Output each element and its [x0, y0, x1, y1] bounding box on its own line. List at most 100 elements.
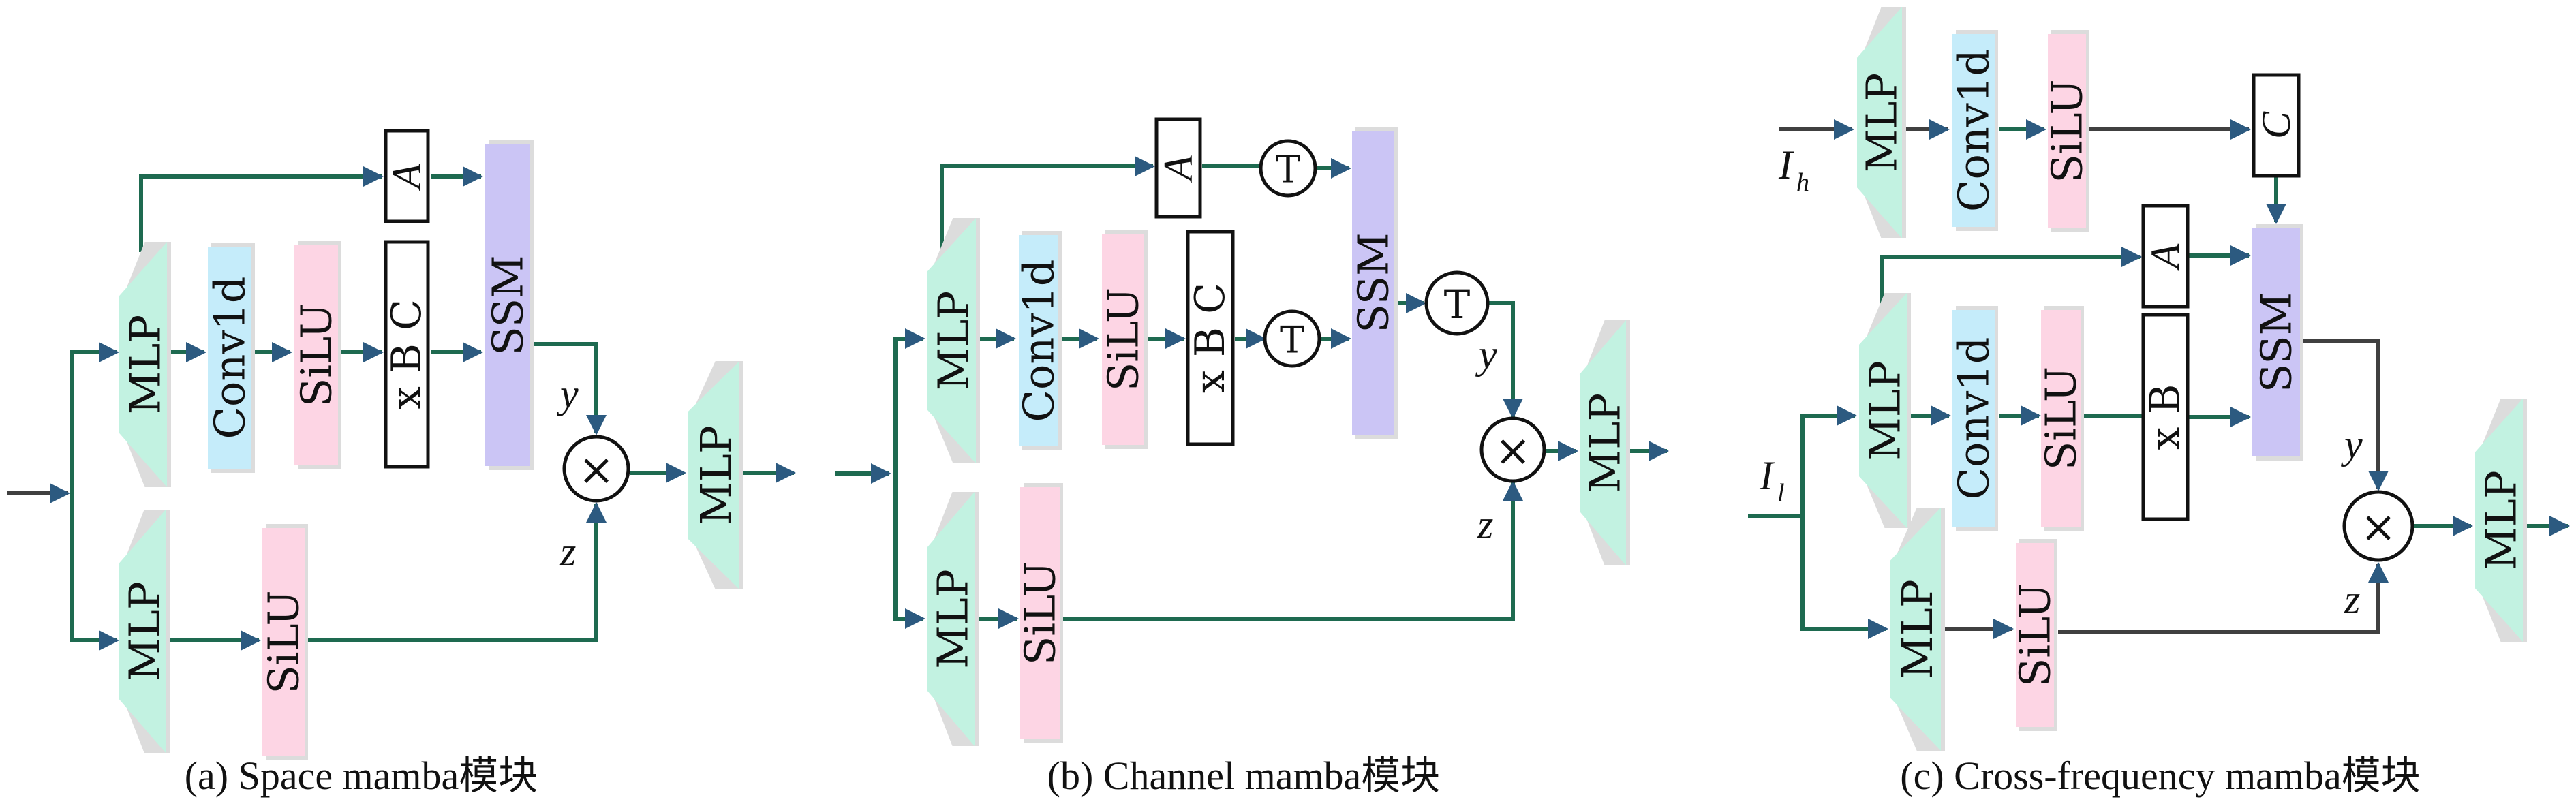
panel-b-transpose-xBC-label: T [1280, 319, 1304, 362]
panel-a-signal-z: z [559, 529, 576, 574]
panel-a-conv1d [208, 247, 251, 469]
wire-c-silu2-z [2058, 562, 2389, 634]
panel-b-transpose-out [1424, 270, 1490, 336]
panel-a-ssm [485, 144, 530, 466]
panel-c-param-A-label: A [2143, 243, 2188, 271]
panel-b-mlp-top-label: MLP [929, 291, 979, 390]
caption-panel-b: (b) Channel mamba模块 [1047, 754, 1441, 798]
panel-a-mlp-out [688, 361, 739, 589]
caption-panel-a: (a) Space mamba模块 [185, 754, 538, 798]
panel-c-mlp-high-label: MLP [1857, 73, 1907, 172]
panel-c-multiply-op-label: × [2360, 502, 2397, 553]
wire-c-split-top [1800, 405, 1857, 516]
panel-a-mlp-bottom-label: MLP [120, 581, 170, 681]
panel-a-mlp-bottom [119, 510, 166, 753]
panel-b-signal-y: y [1475, 332, 1497, 377]
panel-a-multiply-op-label: × [578, 445, 615, 495]
panel-b-param-A [1154, 117, 1202, 219]
panel-c-multiply-op [2342, 490, 2414, 562]
panel-c-input-Il-subscript: l [1777, 479, 1785, 508]
panel-b-mlp-bottom [927, 492, 975, 746]
panel-a-param-A-label: A [384, 164, 429, 191]
panel-b-mlp-top [927, 218, 976, 463]
panel-c-silu-bottom-label: SiLU [2010, 583, 2060, 687]
panel-b-transpose-xBC [1263, 309, 1321, 368]
wire-c-ssm-y [2302, 339, 2389, 491]
wire-a-split-top [70, 342, 119, 493]
panel-c-ssm-label: SSM [2252, 292, 2301, 392]
panel-c-silu-low [2041, 310, 2081, 527]
panel-b-mlp-bottom-label: MLP [928, 569, 978, 668]
panel-c-param-A [2141, 204, 2190, 309]
connection-wires [7, 119, 2570, 651]
panel-a-mlp-out-label: MLP [691, 425, 741, 525]
panel-b-transpose-A-label: T [1276, 149, 1300, 191]
panel-c-param-xB-label: x B [2142, 384, 2190, 450]
panel-b-transpose-A [1259, 139, 1317, 198]
panel-a-silu-bottom-label: SiLU [259, 590, 309, 694]
panel-a-silu-bottom [262, 528, 305, 756]
panel-b-silu-top-label: SiLU [1099, 288, 1148, 391]
wire-c-split-bottom [1800, 516, 1888, 639]
panel-c-signal-y: y [2340, 422, 2363, 467]
wire-a-split-bottom [70, 493, 119, 651]
caption-panel-c: (c) Cross-frequency mamba模块 [1900, 754, 2420, 798]
panel-a-multiply-op [562, 435, 630, 503]
panel-c-param-xB [2141, 313, 2190, 521]
panel-c-mlp-high [1857, 7, 1902, 238]
panel-c-silu-high [2048, 34, 2086, 228]
panel-b-signal-z: z [1477, 502, 1493, 547]
wire-a-ssm-y [533, 342, 607, 435]
wire-b-split-top [893, 328, 925, 474]
panel-c-silu-bottom [2016, 543, 2054, 727]
panel-a-param-A [384, 129, 430, 223]
panel-b-param-xBC-label: x B C [1186, 283, 1234, 393]
panel-b-silu-bottom [1020, 487, 1060, 739]
panel-b-param-A-label: A [1156, 155, 1201, 183]
panel-b-conv1d-label: Conv1d [1014, 260, 1064, 422]
wire-a-silu2-z [308, 502, 607, 642]
panel-c-mlp-out [2475, 399, 2523, 642]
panel-a-silu-top-label: SiLU [292, 303, 341, 407]
panel-c-conv1d-low-label: Conv1d [1949, 337, 1999, 500]
panel-b-mlp-out-label: MLP [1580, 393, 1630, 493]
panel-b-mlp-out [1580, 320, 1626, 565]
wire-a-mlp-to-A [139, 166, 384, 252]
panel-b-transpose-out-label: T [1444, 281, 1471, 328]
panel-a-silu-top [294, 245, 338, 465]
panel-c-input-Ih-subscript: h [1796, 168, 1809, 197]
panel-b-ssm [1352, 131, 1394, 435]
panel-c-mlp-low-label: MLP [1860, 360, 1910, 460]
panel-b-ssm-label: SSM [1349, 232, 1398, 332]
wire-b-split-bottom [893, 474, 925, 629]
panel-c-param-C [2252, 73, 2301, 178]
panel-c-signal-z: z [2344, 577, 2360, 622]
panel-b-multiply-op [1479, 416, 1546, 483]
panel-c-input-Ih: I [1778, 142, 1794, 187]
panel-b-silu-bottom-label: SiLU [1015, 561, 1065, 665]
panel-c-ssm [2252, 228, 2300, 456]
panel-c-mlp-low [1859, 293, 1907, 528]
panel-a-param-xBC-label: x B C [383, 299, 431, 409]
panel-c-mlp-bottom-label: MLP [1892, 579, 1942, 679]
panel-c-silu-low-label: SiLU [2036, 367, 2086, 470]
panel-c-conv1d-high-label: Conv1d [1949, 49, 1999, 212]
panel-b-conv1d [1019, 235, 1058, 446]
panel-b-param-xBC [1186, 230, 1235, 446]
panel-c-silu-high-label: SiLU [2042, 79, 2092, 183]
panel-a-signal-y: y [556, 371, 579, 416]
panel-a-conv1d-label: Conv1d [205, 277, 255, 439]
wire-c-mlp-to-A [1880, 247, 2142, 317]
panel-c-conv1d-high [1952, 34, 1995, 227]
panel-c-conv1d-low [1952, 310, 1995, 527]
wire-b-T-y [1488, 301, 1523, 419]
panel-a-mlp-top-label: MLP [121, 315, 170, 414]
panel-c-param-C-label: C [2254, 111, 2299, 139]
panel-b-silu-top [1102, 234, 1144, 445]
wire-b-silu2-z [1063, 480, 1523, 621]
panel-c-mlp-bottom [1890, 508, 1941, 751]
panel-c-mlp-out-label: MLP [2477, 470, 2526, 570]
panel-a-param-xBC [384, 240, 430, 469]
